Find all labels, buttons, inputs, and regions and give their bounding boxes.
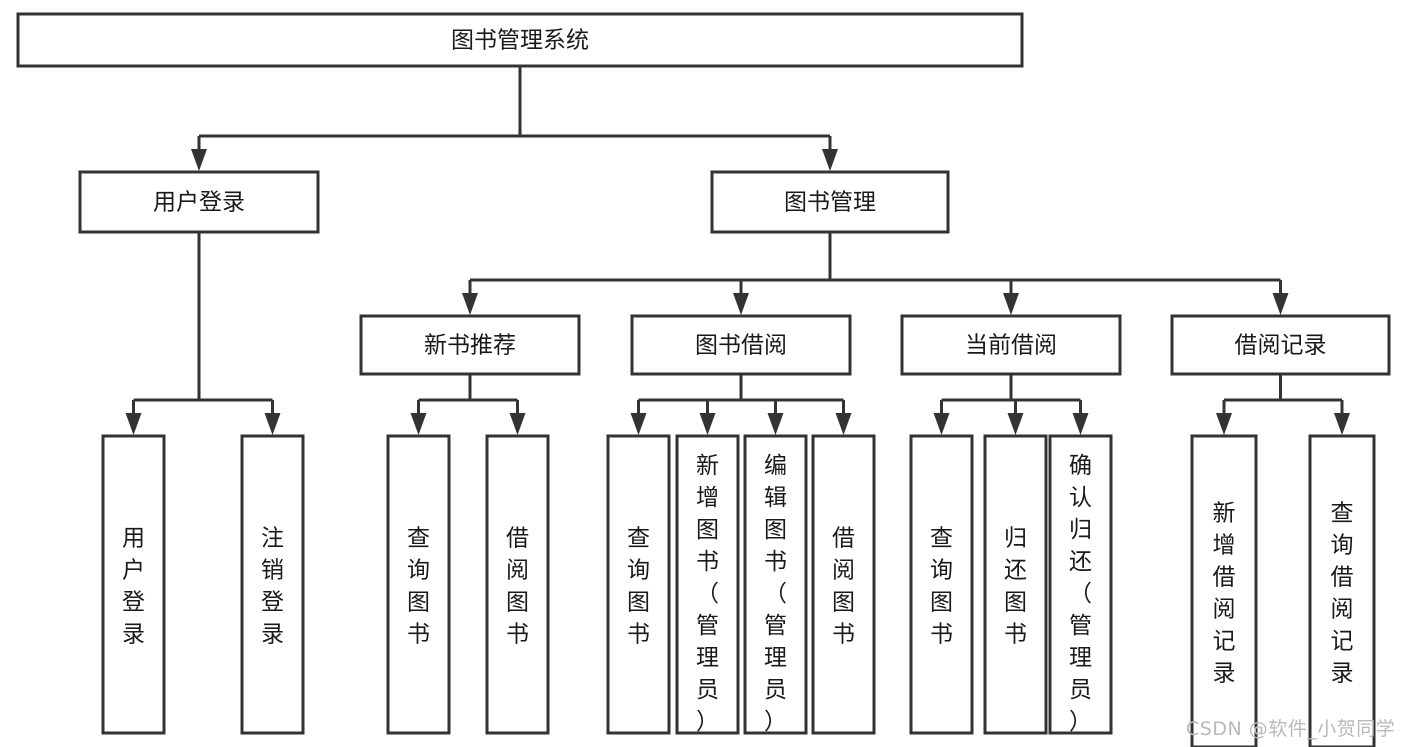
connector-arrow-icon xyxy=(699,413,716,435)
node-root[interactable]: 图书管理系统 xyxy=(16,12,1024,68)
node-label: 借阅图书 xyxy=(506,525,529,647)
node-leaf-query-record[interactable]: 查询借阅记录 xyxy=(1308,434,1376,747)
node-label: 查询借阅记录 xyxy=(1331,500,1354,686)
node-box xyxy=(743,434,808,735)
node-leaf-borrow-book-1[interactable]: 借阅图书 xyxy=(485,434,550,735)
node-leaf-user-login[interactable]: 用户登录 xyxy=(101,434,166,735)
node-book-manage[interactable]: 图书管理 xyxy=(710,170,950,234)
node-box xyxy=(240,434,305,735)
node-label: 查询图书 xyxy=(627,525,650,647)
connector-arrow-icon xyxy=(822,149,838,171)
node-box xyxy=(386,434,451,735)
connector-arrow-icon xyxy=(462,293,478,315)
nodes-layer: 图书管理系统用户登录图书管理新书推荐图书借阅当前借阅借阅记录用户登录注销登录查询… xyxy=(16,12,1391,747)
node-box xyxy=(101,434,166,735)
node-borrow-record[interactable]: 借阅记录 xyxy=(1170,314,1391,376)
node-label: 借阅图书 xyxy=(832,525,855,647)
node-box xyxy=(983,434,1048,735)
node-box xyxy=(900,314,1122,376)
node-box xyxy=(1170,314,1391,376)
node-box xyxy=(485,434,550,735)
connector-arrow-icon xyxy=(933,413,950,435)
connector-arrow-icon xyxy=(767,413,784,435)
connector-arrow-icon xyxy=(1003,293,1019,315)
node-leaf-query-book-2[interactable]: 查询图书 xyxy=(606,434,671,735)
node-box xyxy=(710,170,950,234)
node-leaf-user-logout[interactable]: 注销登录 xyxy=(240,434,305,735)
connector-arrow-icon xyxy=(410,413,427,435)
connector-arrow-icon xyxy=(1216,413,1232,435)
node-box xyxy=(1308,434,1376,747)
connector-arrow-icon xyxy=(264,413,281,435)
connector-arrow-icon xyxy=(733,293,749,315)
connector-arrow-icon xyxy=(1272,293,1289,315)
node-leaf-query-book-3[interactable]: 查询图书 xyxy=(909,434,974,735)
node-label: 图书管理 xyxy=(784,190,876,216)
node-label: 图书管理系统 xyxy=(451,28,589,54)
node-box xyxy=(359,314,581,376)
node-box xyxy=(16,12,1024,68)
node-user-login[interactable]: 用户登录 xyxy=(78,170,320,234)
node-current-borrow[interactable]: 当前借阅 xyxy=(900,314,1122,376)
connector-arrow-icon xyxy=(509,413,526,435)
node-leaf-edit-book[interactable]: 编辑图书（管理员） xyxy=(743,434,808,735)
node-book-borrow[interactable]: 图书借阅 xyxy=(630,314,852,376)
node-leaf-borrow-book-2[interactable]: 借阅图书 xyxy=(811,434,876,735)
connector-arrow-icon xyxy=(1334,413,1350,435)
node-new-book-recommend[interactable]: 新书推荐 xyxy=(359,314,581,376)
node-label: 用户登录 xyxy=(153,190,245,216)
node-box xyxy=(909,434,974,735)
connector-arrow-icon xyxy=(1072,413,1089,435)
node-label: 编辑图书（管理员） xyxy=(764,453,787,735)
edges-layer xyxy=(125,66,1350,435)
node-box xyxy=(675,434,740,735)
watermark-label: CSDN @软件_小贺同学 xyxy=(1186,718,1396,740)
node-label: 确认归还（管理员） xyxy=(1069,453,1092,735)
node-label: 图书借阅 xyxy=(695,333,787,359)
connector-arrow-icon xyxy=(191,149,207,171)
connector-arrow-icon xyxy=(1007,413,1024,435)
node-label: 新增图书（管理员） xyxy=(696,453,719,735)
node-box xyxy=(1048,434,1113,735)
node-label: 归还图书 xyxy=(1004,525,1027,647)
node-label: 新书推荐 xyxy=(424,333,516,359)
node-label: 新增借阅记录 xyxy=(1213,500,1236,686)
node-box xyxy=(78,170,320,234)
node-label: 查询图书 xyxy=(407,525,430,647)
connector-arrow-icon xyxy=(125,413,142,435)
node-label: 注销登录 xyxy=(261,525,284,647)
node-label: 查询图书 xyxy=(930,525,953,647)
node-label: 用户登录 xyxy=(122,525,145,647)
node-box xyxy=(606,434,671,735)
node-label: 借阅记录 xyxy=(1235,333,1327,359)
node-box xyxy=(630,314,852,376)
connector-arrow-icon xyxy=(630,413,647,435)
node-leaf-add-record[interactable]: 新增借阅记录 xyxy=(1190,434,1258,747)
node-leaf-confirm-return[interactable]: 确认归还（管理员） xyxy=(1048,434,1113,735)
node-leaf-add-book[interactable]: 新增图书（管理员） xyxy=(675,434,740,735)
node-leaf-return-book[interactable]: 归还图书 xyxy=(983,434,1048,735)
node-leaf-query-book-1[interactable]: 查询图书 xyxy=(386,434,451,735)
connector-arrow-icon xyxy=(835,413,852,435)
node-box xyxy=(811,434,876,735)
node-label: 当前借阅 xyxy=(965,333,1057,359)
node-box xyxy=(1190,434,1258,747)
